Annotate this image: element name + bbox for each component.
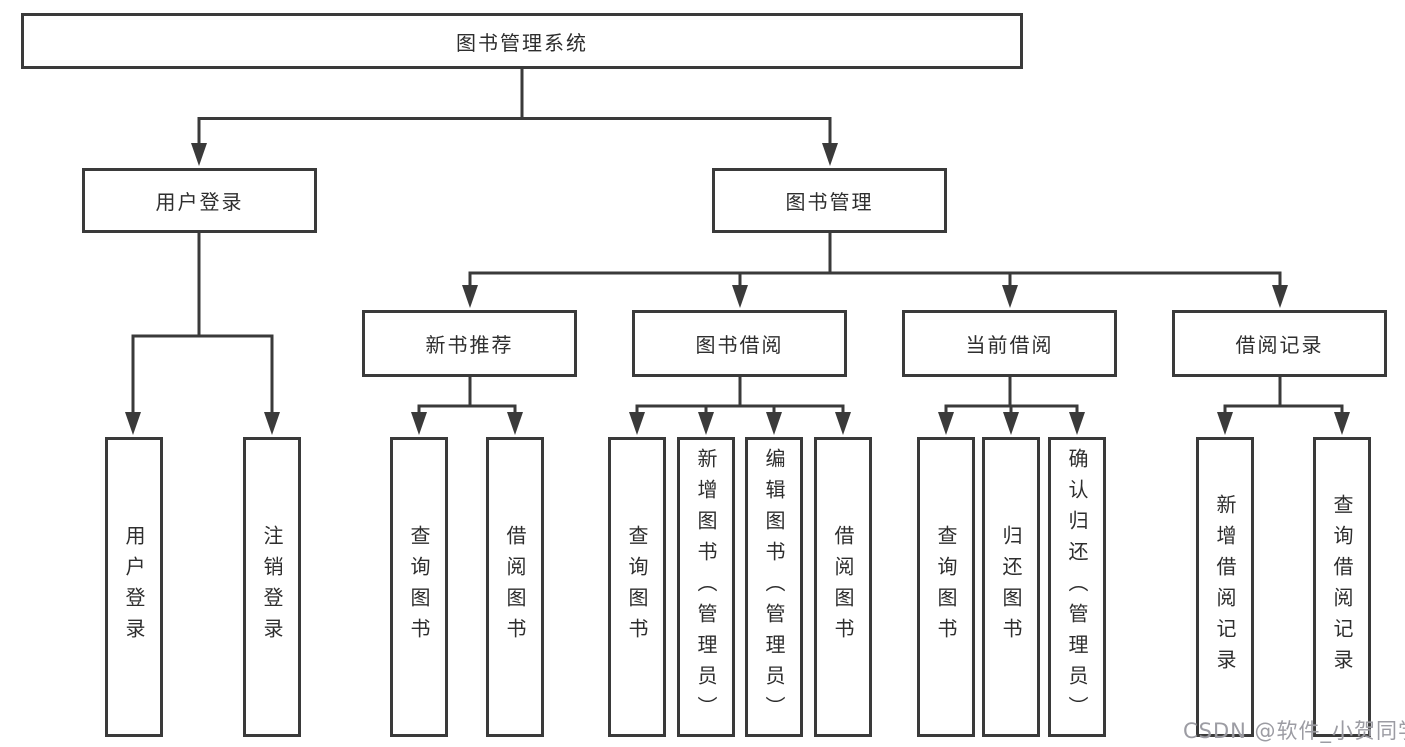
node-label: 查询借阅记录	[1330, 494, 1354, 680]
node-user-login-branch: 用户登录	[82, 168, 317, 233]
node-label: 图书管理	[785, 190, 874, 214]
leaf-query-borrowing-record: 查询借阅记录	[1313, 437, 1371, 737]
node-label: 归还图书	[999, 525, 1023, 649]
node-label: 查询图书	[625, 525, 649, 649]
node-book-management-branch: 图书管理	[712, 168, 947, 233]
leaf-add-books-admin: 新增图书（管理员）	[677, 437, 735, 737]
leaf-user-login: 用户登录	[105, 437, 163, 737]
node-label: 新增图书（管理员）	[694, 447, 718, 727]
node-label: 用户登录	[155, 190, 244, 214]
leaf-query-books-current: 查询图书	[917, 437, 975, 737]
node-label: 编辑图书（管理员）	[762, 447, 786, 727]
node-label: 借阅图书	[503, 525, 527, 649]
node-label: 当前借阅	[965, 333, 1054, 357]
node-label: 新增借阅记录	[1213, 494, 1237, 680]
node-borrowing-records: 借阅记录	[1172, 310, 1387, 377]
leaf-add-borrowing-record: 新增借阅记录	[1196, 437, 1254, 737]
node-current-borrowing: 当前借阅	[902, 310, 1117, 377]
node-label: 图书借阅	[695, 333, 784, 357]
node-label: 新书推荐	[425, 333, 514, 357]
node-label: 用户登录	[122, 525, 146, 649]
node-label: 查询图书	[407, 525, 431, 649]
leaf-edit-books-admin: 编辑图书（管理员）	[745, 437, 803, 737]
node-label: 确认归还（管理员）	[1065, 447, 1089, 727]
leaf-borrow-books-recommend: 借阅图书	[486, 437, 544, 737]
node-library-management-system: 图书管理系统	[21, 13, 1023, 69]
node-new-book-recommendation: 新书推荐	[362, 310, 577, 377]
leaf-logout: 注销登录	[243, 437, 301, 737]
node-label: 借阅记录	[1235, 333, 1324, 357]
node-label: 图书管理系统	[456, 30, 588, 55]
leaf-query-books-borrowing: 查询图书	[608, 437, 666, 737]
leaf-confirm-return-admin: 确认归还（管理员）	[1048, 437, 1106, 737]
leaf-borrow-books: 借阅图书	[814, 437, 872, 737]
leaf-query-books-recommend: 查询图书	[390, 437, 448, 737]
node-label: 借阅图书	[831, 525, 855, 649]
node-label: 查询图书	[934, 525, 958, 649]
csdn-watermark: CSDN @软件_小贺同学	[1183, 719, 1405, 743]
leaf-return-books: 归还图书	[982, 437, 1040, 737]
node-book-borrowing: 图书借阅	[632, 310, 847, 377]
node-label: 注销登录	[260, 525, 284, 649]
